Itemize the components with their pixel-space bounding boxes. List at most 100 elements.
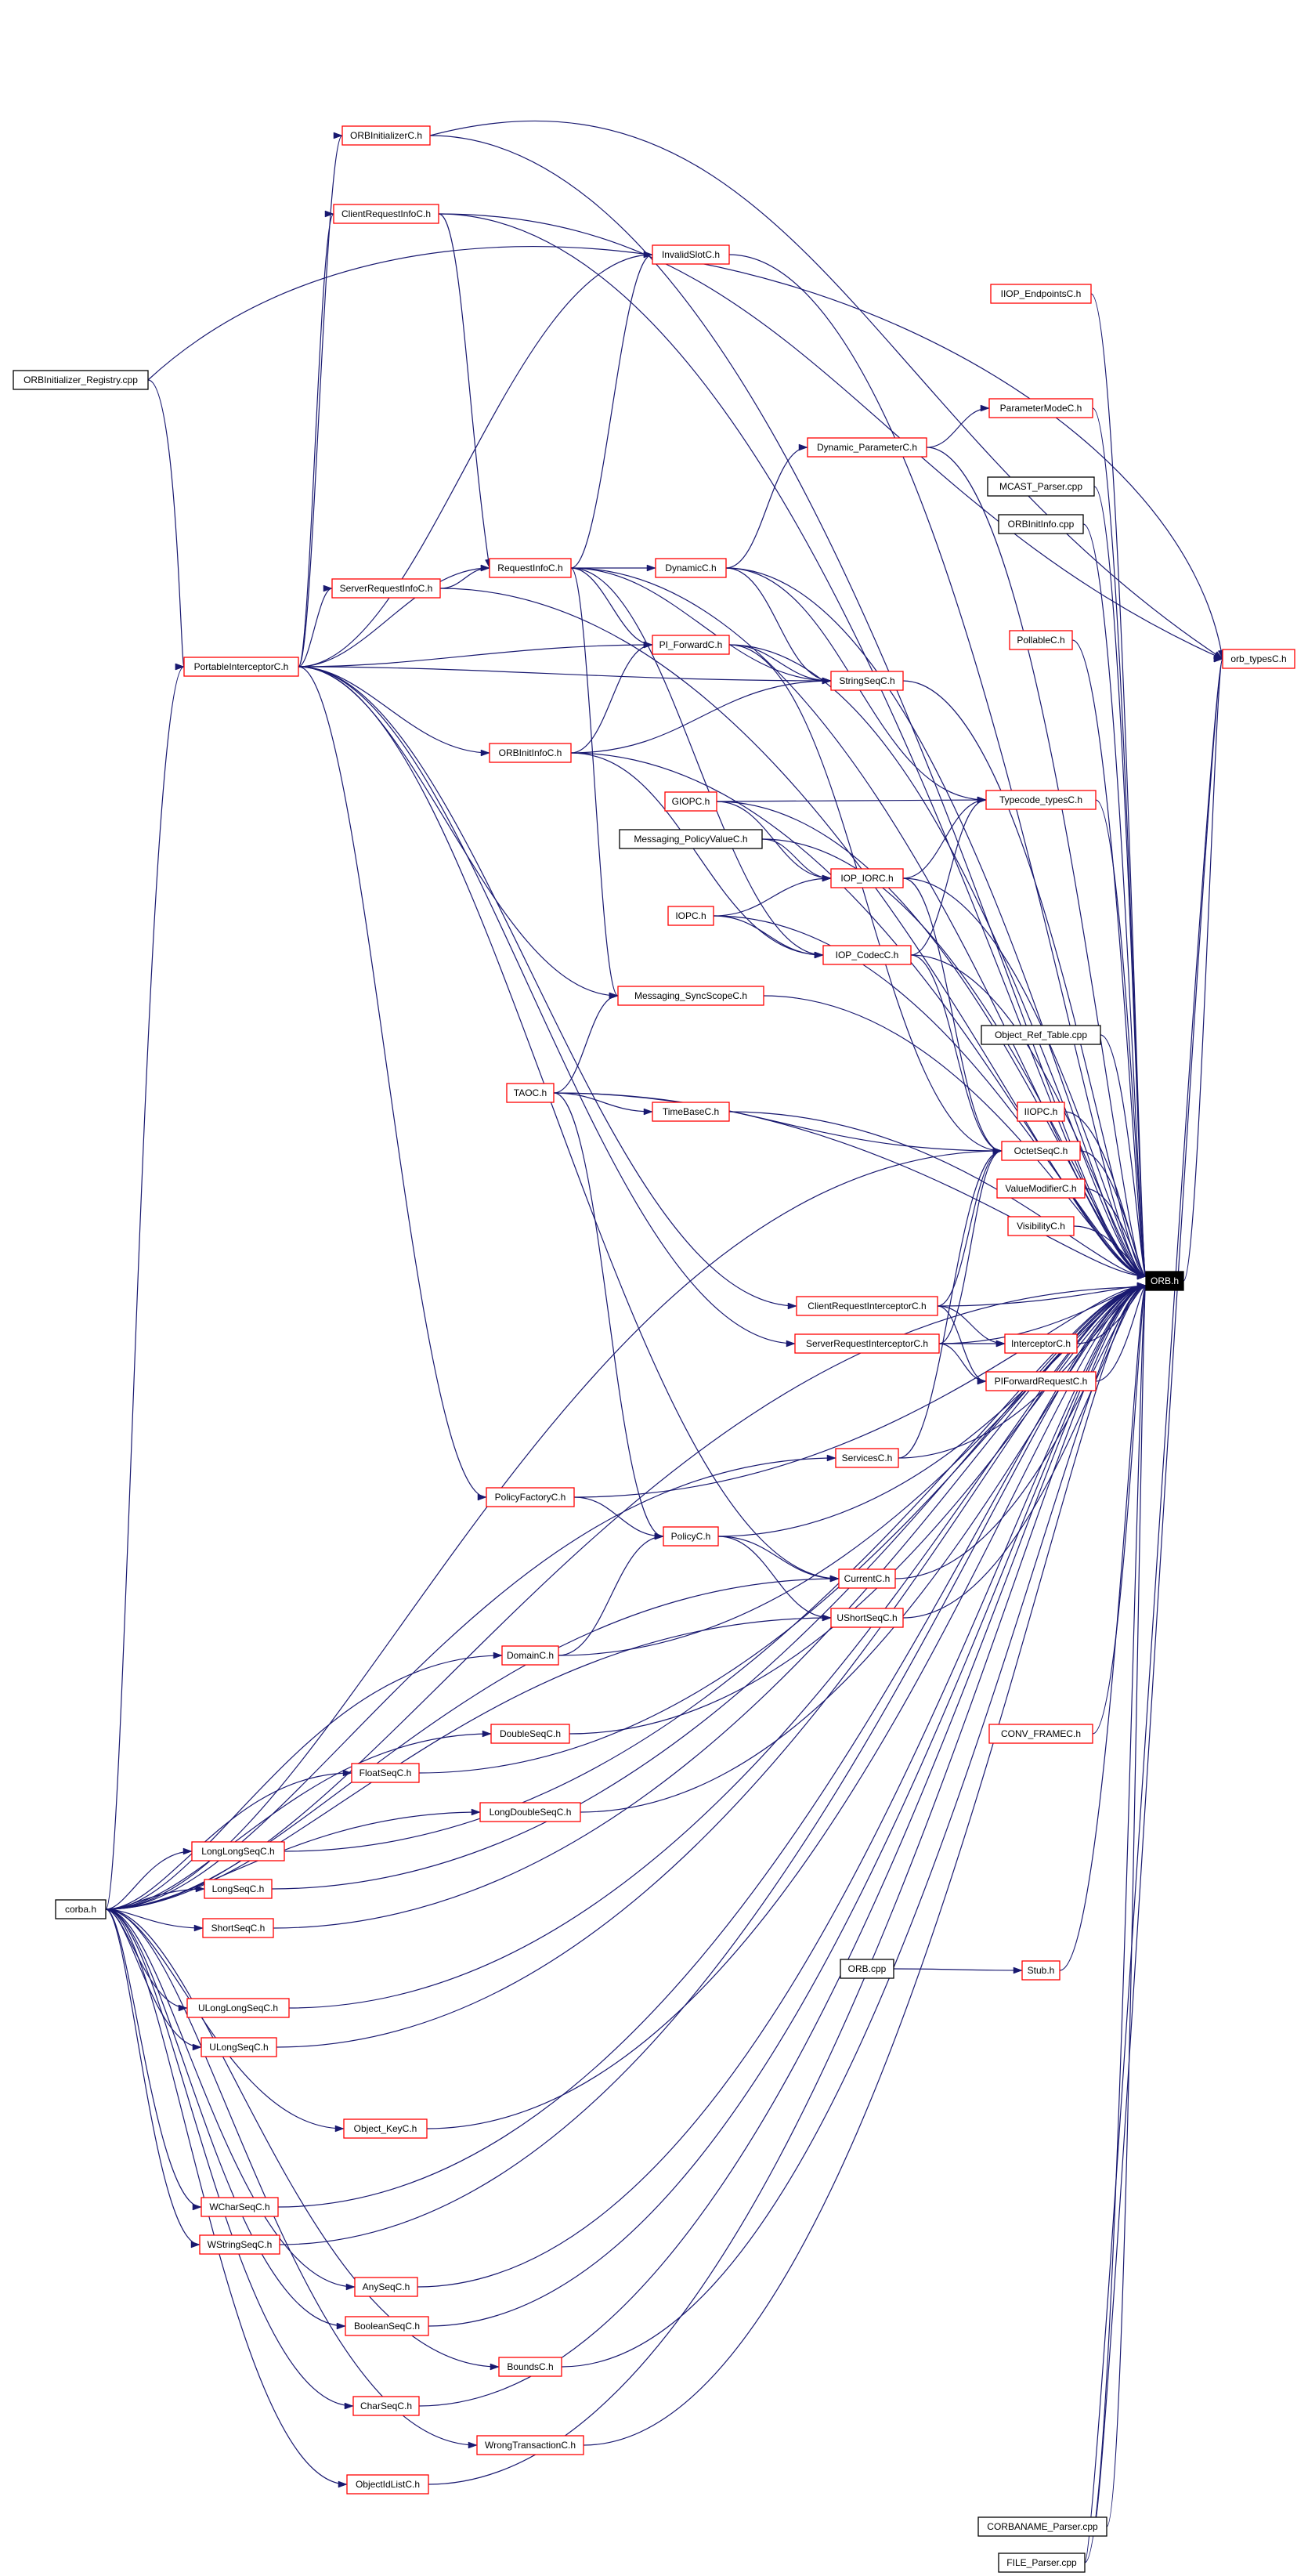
dependency-edge <box>105 1733 492 1910</box>
node-messaging-sync-scope[interactable]: Messaging_SyncScopeC.h <box>617 986 764 1006</box>
node-label: LongLongSeqC.h <box>201 1846 274 1857</box>
node-any-seq[interactable]: AnySeqC.h <box>354 2277 418 2297</box>
node-server-request-interceptor[interactable]: ServerRequestInterceptorC.h <box>794 1333 940 1354</box>
node-corba[interactable]: corba.h <box>55 1899 107 1919</box>
node-messaging-policy-value[interactable]: Messaging_PolicyValueC.h <box>619 829 763 849</box>
node-orb-init-info-h[interactable]: ORBInitInfoC.h <box>489 743 572 763</box>
node-iiopc[interactable]: IIOPC.h <box>1017 1102 1065 1122</box>
dependency-edge <box>105 1772 352 1910</box>
edge-arrowhead <box>471 1808 481 1816</box>
dependency-edge <box>105 1908 354 2407</box>
edge-arrowhead <box>190 2241 201 2249</box>
node-boolean-seq[interactable]: BooleanSeqC.h <box>345 2316 429 2336</box>
node-services[interactable]: ServicesC.h <box>835 1448 899 1468</box>
node-double-seq[interactable]: DoubleSeqC.h <box>490 1724 570 1744</box>
node-typecode-types[interactable]: Typecode_typesC.h <box>985 790 1097 810</box>
node-current[interactable]: CurrentC.h <box>838 1568 896 1589</box>
dependency-edge <box>417 1285 1147 2288</box>
nodes-layer: ORB.h orb_typesC.h ORBInitializer_Regist… <box>13 125 1295 2573</box>
node-iiop-endpoints[interactable]: IIOP_EndpointsC.h <box>990 284 1092 304</box>
node-wchar-seq[interactable]: WCharSeqC.h <box>201 2197 279 2217</box>
dependency-edge <box>761 838 832 879</box>
node-ulong-long-seq[interactable]: ULongLongSeqC.h <box>186 1998 290 2018</box>
node-domain[interactable]: DomainC.h <box>501 1645 559 1666</box>
node-octet-seq[interactable]: OctetSeqC.h <box>1001 1141 1081 1161</box>
dependency-edge <box>298 666 619 997</box>
node-ushort-seq[interactable]: UShortSeqC.h <box>830 1608 904 1628</box>
node-value-modifier[interactable]: ValueModifierC.h <box>996 1178 1086 1199</box>
node-iop-iorc[interactable]: IOP_IORC.h <box>830 868 904 888</box>
node-orb-types-h[interactable]: orb_typesC.h <box>1222 649 1295 669</box>
node-pollable[interactable]: PollableC.h <box>1009 630 1073 650</box>
dependency-edge <box>583 1285 1147 2446</box>
dependency-edge <box>105 1908 500 2368</box>
edge-arrowhead <box>193 1924 204 1932</box>
node-portable-interceptor[interactable]: PortableInterceptorC.h <box>183 657 299 677</box>
node-corbaname-parser[interactable]: CORBANAME_Parser.cpp <box>977 2516 1107 2537</box>
node-label: ORB.h <box>1151 1275 1179 1286</box>
node-object-ref-table[interactable]: Object_Ref_Table.cpp <box>981 1025 1101 1045</box>
node-orb-init-info-cpp[interactable]: ORBInitInfo.cpp <box>998 514 1084 534</box>
node-orbinitializer[interactable]: ORBInitializerC.h <box>341 125 431 146</box>
node-label: LongSeqC.h <box>212 1883 265 1894</box>
node-long-seq[interactable]: LongSeqC.h <box>204 1879 273 1899</box>
node-ulong-seq[interactable]: ULongSeqC.h <box>201 2037 277 2057</box>
node-orbinitializer-registry[interactable]: ORBInitializer_Registry.cpp <box>13 370 149 390</box>
node-label: PollableC.h <box>1017 635 1064 646</box>
node-client-request-info[interactable]: ClientRequestInfoC.h <box>333 204 439 224</box>
dependency-edge <box>1183 658 1223 1282</box>
node-wrong-transaction[interactable]: WrongTransactionC.h <box>476 2435 584 2455</box>
node-parameter-mode[interactable]: ParameterModeC.h <box>988 398 1093 418</box>
node-conv-frame[interactable]: CONV_FRAMEC.h <box>988 1724 1093 1744</box>
edge-arrowhead <box>977 1377 987 1385</box>
dependency-edge <box>725 447 808 569</box>
node-char-seq[interactable]: CharSeqC.h <box>352 2396 420 2416</box>
node-label: Object_KeyC.h <box>354 2123 417 2134</box>
node-policy[interactable]: PolicyC.h <box>663 1526 719 1547</box>
node-bounds[interactable]: BoundsC.h <box>498 2357 562 2377</box>
node-float-seq[interactable]: FloatSeqC.h <box>351 1763 420 1783</box>
node-objectid-list[interactable]: ObjectIdListC.h <box>346 2474 429 2495</box>
edge-arrowhead <box>654 1532 664 1540</box>
node-dynamic[interactable]: DynamicC.h <box>655 558 727 578</box>
node-label: BooleanSeqC.h <box>354 2321 420 2332</box>
edge-arrowhead <box>336 2322 346 2330</box>
dependency-edge <box>926 447 1147 1277</box>
node-long-long-seq[interactable]: LongLongSeqC.h <box>191 1841 285 1861</box>
node-label: Messaging_PolicyValueC.h <box>634 834 747 845</box>
dependency-edge <box>298 666 487 1498</box>
node-object-key[interactable]: Object_KeyC.h <box>343 2118 428 2139</box>
node-dynamic-parameter[interactable]: Dynamic_ParameterC.h <box>807 437 927 458</box>
edge-arrowhead <box>175 663 185 671</box>
node-orb-h[interactable]: ORB.h <box>1145 1271 1184 1291</box>
node-giop[interactable]: GIOPC.h <box>664 791 717 812</box>
node-taoc[interactable]: TAOC.h <box>506 1083 555 1103</box>
node-stub[interactable]: Stub.h <box>1021 1960 1060 1981</box>
node-mcast-parser[interactable]: MCAST_Parser.cpp <box>987 476 1095 497</box>
node-visibility[interactable]: VisibilityC.h <box>1007 1216 1075 1236</box>
node-request-info[interactable]: RequestInfoC.h <box>489 558 572 578</box>
node-long-double-seq[interactable]: LongDoubleSeqC.h <box>479 1802 581 1822</box>
dependency-edge <box>1095 1285 1147 1382</box>
node-file-parser[interactable]: FILE_Parser.cpp <box>998 2552 1086 2573</box>
dependency-edge <box>713 915 824 956</box>
node-orb-cpp[interactable]: ORB.cpp <box>840 1959 894 1979</box>
node-interceptor[interactable]: InterceptorC.h <box>1004 1333 1078 1354</box>
node-iopc[interactable]: IOPC.h <box>667 906 714 926</box>
node-pi-forward-request[interactable]: PIForwardRequestC.h <box>985 1371 1097 1391</box>
edge-arrowhead <box>1013 1966 1023 1974</box>
node-policy-factory[interactable]: PolicyFactoryC.h <box>486 1487 575 1507</box>
node-invalid-slot[interactable]: InvalidSlotC.h <box>652 244 730 265</box>
node-wstring-seq[interactable]: WStringSeqC.h <box>199 2234 280 2255</box>
node-pi-forward[interactable]: PI_ForwardC.h <box>652 635 730 655</box>
node-short-seq[interactable]: ShortSeqC.h <box>202 1918 274 1938</box>
dependency-edge <box>717 1285 1147 1537</box>
edge-arrowhead <box>798 443 808 451</box>
node-iop-codec[interactable]: IOP_CodecC.h <box>822 945 912 965</box>
dependency-edge <box>763 995 1147 1277</box>
node-time-base[interactable]: TimeBaseC.h <box>652 1102 730 1122</box>
node-server-request-info[interactable]: ServerRequestInfoC.h <box>331 578 441 599</box>
node-client-request-interceptor[interactable]: ClientRequestInterceptorC.h <box>796 1296 938 1316</box>
node-string-seq[interactable]: StringSeqC.h <box>830 671 904 691</box>
dependency-edge <box>713 915 1147 1277</box>
